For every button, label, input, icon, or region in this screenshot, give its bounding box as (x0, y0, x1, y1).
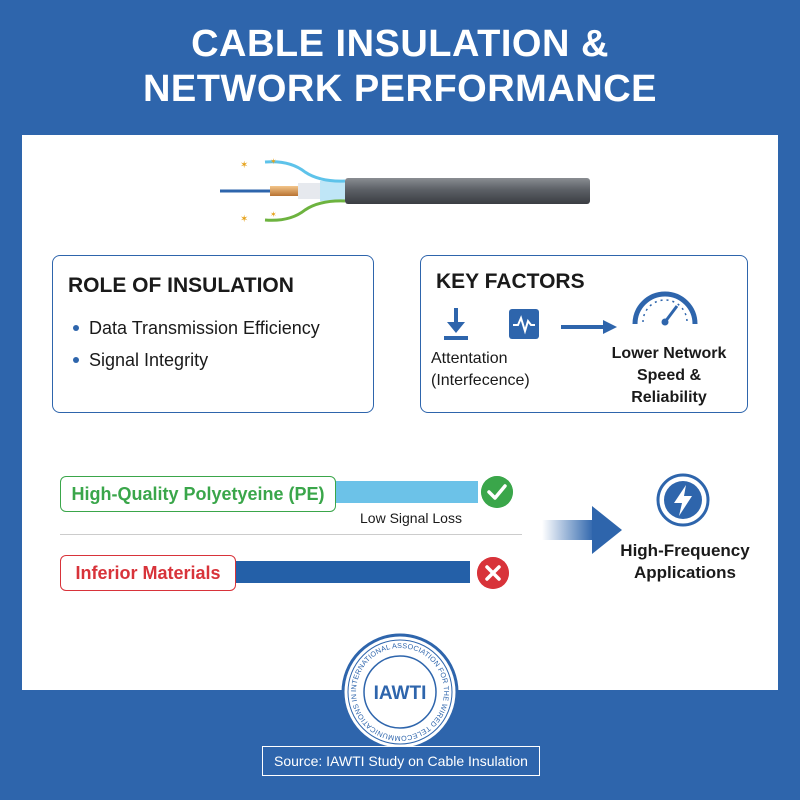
role-of-insulation-card: ROLE OF INSULATION Data Transmission Eff… (52, 255, 374, 413)
source-caption: Source: IAWTI Study on Cable Insulation (262, 746, 540, 776)
attenuation-label-line-2: (Interfecence) (431, 372, 530, 389)
role-list: Data Transmission Efficiency Signal Inte… (71, 312, 320, 376)
gradient-arrow-icon (542, 506, 622, 554)
page-title: CABLE INSULATION & NETWORK PERFORMANCE (0, 22, 800, 112)
waveform-icon (509, 309, 539, 339)
network-speed-label-line-1: Lower Network (611, 345, 727, 362)
title-line-2: NETWORK PERFORMANCE (142, 68, 658, 110)
title-line-1: CABLE INSULATION & (191, 23, 609, 65)
high-frequency-label: High-Frequency Applications (610, 540, 760, 584)
speedometer-icon (632, 291, 698, 326)
inferior-bar (236, 561, 470, 583)
network-speed-label: Lower Network Speed & Reliability (599, 343, 739, 409)
svg-text:✶: ✶ (270, 157, 277, 166)
cable-cross-section-icon: ✶ ✶ ✶ ✶ (220, 157, 590, 225)
download-arrow-icon (444, 308, 468, 340)
seal-abbreviation: IAWTI (374, 683, 427, 704)
low-signal-loss-label: Low Signal Loss (360, 510, 462, 526)
low-loss-bar (336, 481, 478, 503)
iawti-seal: INTERNATIONAL ASSOCIATION FOR THE WIRED … (340, 632, 459, 751)
network-speed-label-line-2: Speed & Reliability (631, 367, 707, 406)
high-quality-pe-label: High-Quality Polyetyeine (PE) (60, 476, 336, 512)
svg-text:✶: ✶ (240, 214, 248, 225)
high-frequency-label-line-1: High-Frequency (620, 541, 750, 560)
role-heading: ROLE OF INSULATION (68, 274, 294, 297)
svg-text:✶: ✶ (270, 210, 277, 219)
inferior-materials-label: Inferior Materials (60, 555, 236, 591)
lightning-bolt-icon (656, 473, 710, 527)
high-frequency-label-line-2: Applications (633, 563, 736, 582)
key-factors-heading: KEY FACTORS (436, 270, 585, 293)
right-arrow-icon (561, 320, 617, 334)
key-factors-card: KEY FACTORS Attentation (Interfecence) L… (420, 255, 748, 413)
check-icon (481, 476, 513, 508)
cross-icon (477, 557, 509, 589)
attenuation-label: Attentation (Interfecence) (431, 348, 530, 392)
svg-text:✶: ✶ (240, 160, 248, 171)
attenuation-label-line-1: Attentation (431, 350, 508, 367)
list-item: Data Transmission Efficiency (71, 312, 320, 344)
list-item: Signal Integrity (71, 344, 320, 376)
divider (60, 534, 522, 535)
